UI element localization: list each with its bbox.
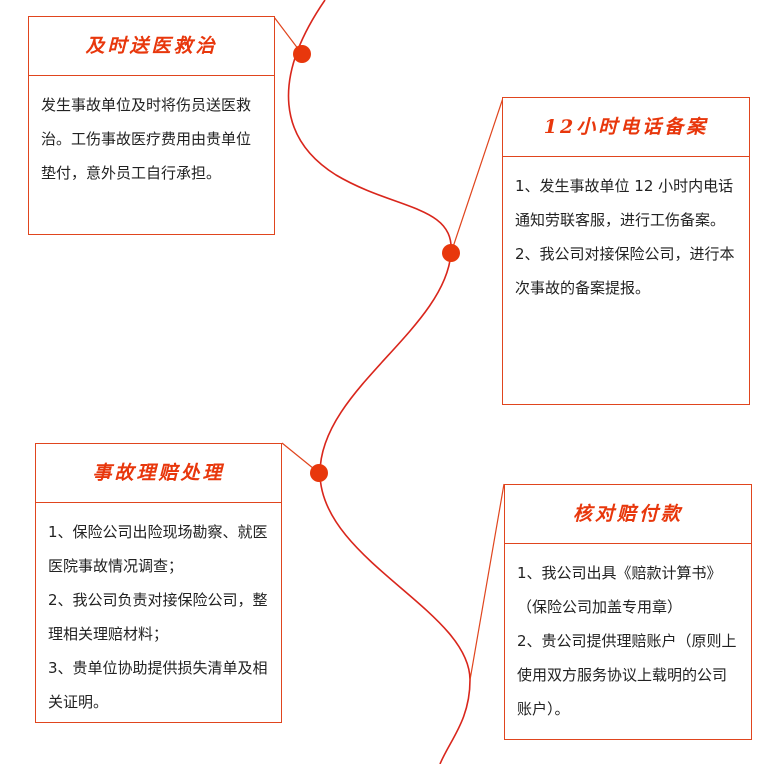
step-box-1: 及时送医救治 发生事故单位及时将伤员送医救治。工伤事故医疗费用由贵单位垫付，意外… <box>28 16 275 235</box>
step-box-2: 12小时电话备案 1、发生事故单位 12 小时内电话通知劳联客服，进行工伤备案。… <box>502 97 750 405</box>
step-3-line-1: 1、保险公司出险现场勘察、就医医院事故情况调查； <box>48 523 268 575</box>
step-title-1: 及时送医救治 <box>29 17 274 76</box>
step-node-3 <box>310 464 328 482</box>
step-body-2: 1、发生事故单位 12 小时内电话通知劳联客服，进行工伤备案。 2、我公司对接保… <box>503 157 749 305</box>
step-box-4: 核对赔付款 1、我公司出具《赔款计算书》（保险公司加盖专用章） 2、贵公司提供理… <box>504 484 752 740</box>
step-body-1: 发生事故单位及时将伤员送医救治。工伤事故医疗费用由贵单位垫付，意外员工自行承担。 <box>29 76 274 190</box>
step-1-line-1: 发生事故单位及时将伤员送医救治。工伤事故医疗费用由贵单位垫付，意外员工自行承担。 <box>41 96 252 182</box>
step-2-line-2: 2、我公司对接保险公司，进行本次事故的备案提报。 <box>515 245 735 297</box>
step-title-3: 事故理赔处理 <box>36 444 281 503</box>
step-title-4: 核对赔付款 <box>505 485 751 544</box>
connector-line-2 <box>450 97 504 254</box>
step-title-2: 12小时电话备案 <box>503 98 749 157</box>
connector-line-4 <box>469 483 505 681</box>
step-box-3: 事故理赔处理 1、保险公司出险现场勘察、就医医院事故情况调查； 2、我公司负责对… <box>35 443 282 723</box>
step-body-3: 1、保险公司出险现场勘察、就医医院事故情况调查； 2、我公司负责对接保险公司，整… <box>36 503 281 719</box>
step-4-line-1: 1、我公司出具《赔款计算书》（保险公司加盖专用章） <box>517 564 722 616</box>
step-body-4: 1、我公司出具《赔款计算书》（保险公司加盖专用章） 2、贵公司提供理赔账户（原则… <box>505 544 751 726</box>
flow-curve <box>287 0 471 764</box>
step-2-line-1: 1、发生事故单位 12 小时内电话通知劳联客服，进行工伤备案。 <box>515 177 734 229</box>
step-node-2 <box>442 244 460 262</box>
step-3-line-2: 2、我公司负责对接保险公司，整理相关理赔材料； <box>48 591 268 643</box>
step-3-line-3: 3、贵单位协助提供损失清单及相关证明。 <box>48 659 268 711</box>
step-node-1 <box>293 45 311 63</box>
step-4-line-2: 2、贵公司提供理赔账户（原则上使用双方服务协议上载明的公司账户）。 <box>517 632 737 718</box>
